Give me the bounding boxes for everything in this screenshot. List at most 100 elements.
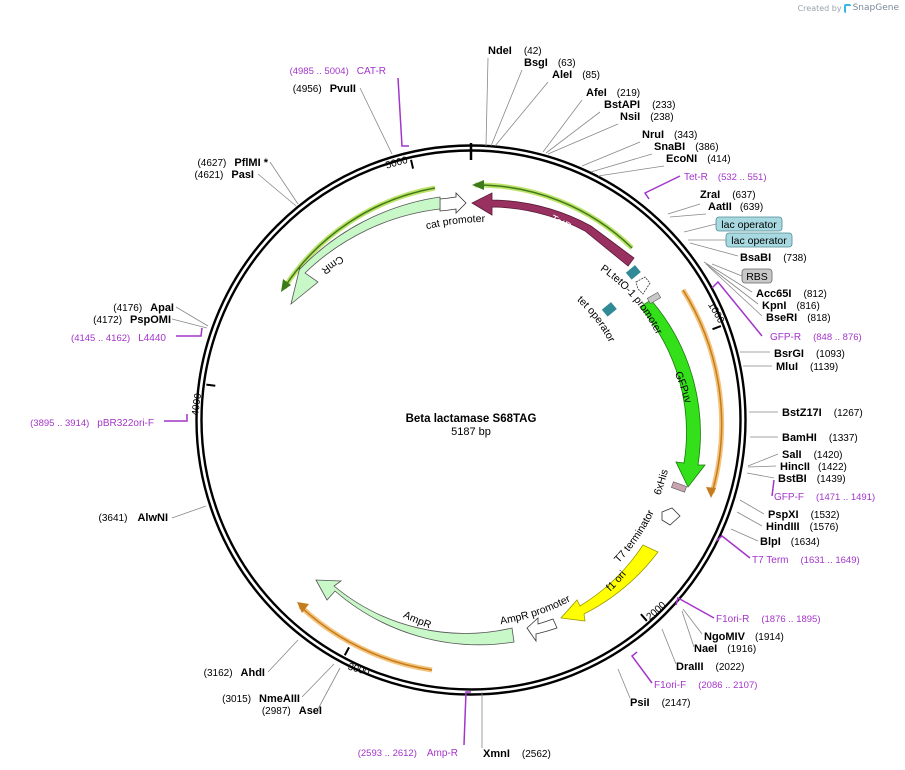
plasmid-name: Beta lactamase S68TAG [406,413,537,425]
site-bstz17i[interactable]: BstZ17I(1267) [782,407,863,419]
tick-mark-1000 [712,325,722,331]
primer-mark-t7-term [715,535,751,559]
site-nmeaiii[interactable]: (3015)NmeAIII [222,693,300,705]
primer-tet-r[interactable]: Tet-R(532 .. 551) [684,172,767,183]
site-econi[interactable]: EcoNI(414) [666,153,731,165]
primer-mark-gfp-r [711,280,763,337]
feature-ampr[interactable] [315,579,515,646]
tick-mark-2000 [640,613,648,622]
site-xmni[interactable]: XmnI(2562) [483,748,551,760]
leader-pvuii [359,87,393,155]
leader-asei [317,667,341,710]
tick-label-2000: 2000 [645,600,669,623]
site-bstapi[interactable]: BstAPI(233) [604,99,675,111]
leader-bsgi [490,69,523,147]
callout-line-lac1 [683,223,717,233]
site-apai[interactable]: (4176)ApaI [113,302,174,314]
site-acc65i[interactable]: Acc65I(812) [756,288,827,300]
primer-f1ori-f[interactable]: F1ori-F(2086 .. 2107) [654,680,757,691]
leader-alei [494,81,549,147]
feature-f1ori[interactable] [560,544,659,622]
ribbon-cmr-arrow [281,279,291,292]
site-bsabi[interactable]: BsaBI(738) [740,252,807,264]
site-mlui[interactable]: MluI(1139) [776,361,838,373]
site-kpni[interactable]: KpnI(816) [762,300,820,312]
primer-t7-term[interactable]: T7 Term(1631 .. 1649) [752,555,860,566]
site-pspxi[interactable]: PspXI(1532) [768,509,839,521]
lac-operator-label-1: lac operator [721,219,777,231]
leader-pspxi [739,499,765,515]
leader-hindiii [736,511,763,527]
site-ahdi[interactable]: (3162)AhdI [204,667,265,679]
feature-tet-operator-1[interactable] [625,265,641,280]
plasmid-backbone [195,143,747,696]
leader-afei [542,99,583,153]
primer-mark-f1ori-f [630,651,653,684]
site-bstbi[interactable]: BstBI(1439) [778,473,846,485]
feature-6xhis[interactable] [671,481,687,493]
site-sali[interactable]: SalI(1420) [782,449,842,461]
primer-f1ori-r[interactable]: F1ori-R(1876 .. 1895) [716,614,821,625]
leader-bseri [707,265,763,317]
site-alwni[interactable]: (3641)AlwNI [99,512,168,524]
leader-kpni [705,263,759,305]
feature-t7-terminator[interactable] [661,507,681,526]
leader-bstbi [746,472,775,479]
primer-amp-r[interactable]: (2593 .. 2612)Amp-R [358,748,458,759]
feature-ampr-promoter[interactable] [526,617,558,643]
feature-gfpuv[interactable] [639,299,706,488]
site-hincii[interactable]: HincII(1422) [780,461,847,473]
primer-mark-gfp-f [771,479,775,497]
primer-gfp-f[interactable]: GFP-F(1471 .. 1491) [774,492,875,503]
site-bseri[interactable]: BseRI(818) [766,312,831,324]
feature-tet-operator-2[interactable] [601,302,617,317]
primer-labels: (4985 .. 5004)CAT-R Tet-R(532 .. 551) GF… [30,66,875,759]
primer-cat-r[interactable]: (4985 .. 5004)CAT-R [290,66,386,77]
site-zrai[interactable]: ZraI(637) [700,189,756,201]
site-aatii[interactable]: AatII(639) [708,201,763,213]
site-bsgi[interactable]: BsgI(63) [524,57,576,69]
site-ndei[interactable]: NdeI(42) [488,45,542,57]
site-nsii[interactable]: NsiI(238) [620,111,674,123]
feature-cat-promoter[interactable] [439,192,467,214]
site-pasi[interactable]: (4621)PasI [194,169,254,181]
leader-econi [597,165,665,177]
site-psii[interactable]: PsiI(2147) [630,697,690,709]
label-6xhis: 6xHis [652,468,671,496]
primer-pbr322ori-f[interactable]: (3895 .. 3914)pBR322ori-F [30,418,154,429]
site-asei[interactable]: (2987)AseI [262,705,322,717]
leader-ndei [485,57,489,147]
site-hindiii[interactable]: HindIII(1576) [766,521,839,533]
feature-tetr[interactable] [471,192,635,267]
site-afei[interactable]: AfeI(219) [586,87,640,99]
site-snabi[interactable]: SnaBI(386) [654,141,719,153]
lac-operator-box-2[interactable] [725,232,793,248]
leader-nrui [581,141,641,167]
ribbon-gfp-core [682,289,723,494]
site-alei[interactable]: AleI(85) [552,69,600,81]
site-bamhi[interactable]: BamHI(1337) [782,432,858,444]
site-blpi[interactable]: BlpI(1634) [760,536,820,548]
site-nrui[interactable]: NruI(343) [642,129,697,141]
site-ngomiv[interactable]: NgoMIV(1914) [704,631,784,643]
rbs-box[interactable] [741,268,773,284]
primer-mark-amp-r [463,691,471,746]
leader-apai [175,306,209,327]
primer-mark-tet-r [643,175,681,200]
primer-mark-l4440 [176,327,203,337]
lac-operator-box-1[interactable] [715,216,783,232]
feature-cmr[interactable] [290,196,441,306]
site-draiii[interactable]: DraIII(2022) [676,661,744,673]
snapgene-logo-icon [843,3,851,13]
site-pvuii[interactable]: (4956)PvuII [293,83,356,95]
site-bsrgi[interactable]: BsrGI(1093) [774,348,845,360]
site-pflmi[interactable]: (4627)PflMI * [197,157,268,169]
site-pspomi[interactable]: (4172)PspOMI [93,314,171,326]
primer-gfp-r[interactable]: GFP-R(848 .. 876) [770,332,862,343]
feature-pltet-promoter[interactable] [635,276,651,295]
credit-prefix: Created by [797,3,842,13]
primer-l4440[interactable]: (4145 .. 4162)L4440 [71,333,166,344]
site-naei[interactable]: NaeI(1916) [694,643,756,655]
feature-rbs-marker[interactable] [646,291,662,305]
leader-draiii [661,628,677,665]
